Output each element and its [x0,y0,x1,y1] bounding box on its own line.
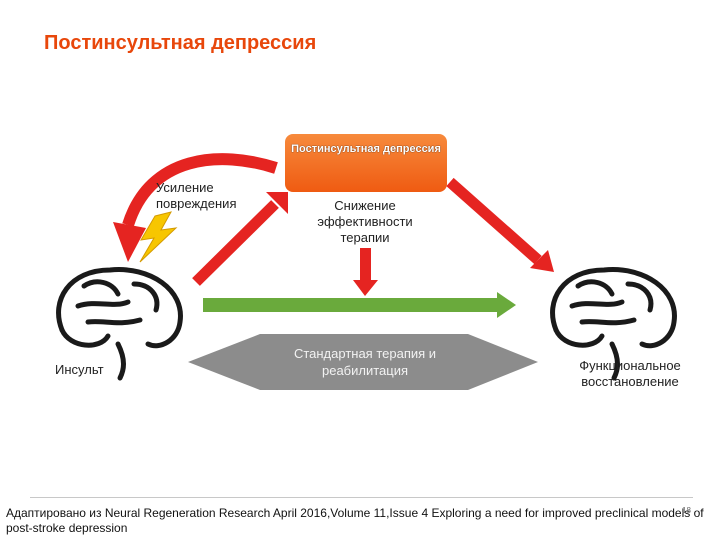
stroke-label: Инсульт [55,362,104,377]
page-number: 18 [682,506,691,515]
curved-arrow [113,153,278,262]
therapy-hexagon [188,334,538,390]
recovery-label: Функциональное восстановление [579,358,681,389]
therapy-label: Стандартная терапия и реабилитация [293,346,437,378]
efficacy-label: Снижение эффективности терапии [317,198,413,245]
footer-citation: Адаптировано из Neural Regeneration Rese… [6,506,704,535]
arrow-therapy-to-recovery [203,292,516,318]
arrow-stroke-to-depression [192,192,288,286]
depression-box-label: Постинсультная депрессия [291,143,441,155]
arrow-depression-to-recovery [446,177,554,272]
footer-divider [30,497,693,498]
slide-title: Постинсультная депрессия [44,32,317,54]
brain-icon [550,267,677,381]
depression-box [285,134,447,192]
arrow-efficacy-down [353,248,378,296]
damage-label: Усиление повреждения [156,180,237,211]
brain-icon [56,267,183,381]
lightning-icon [139,211,178,263]
